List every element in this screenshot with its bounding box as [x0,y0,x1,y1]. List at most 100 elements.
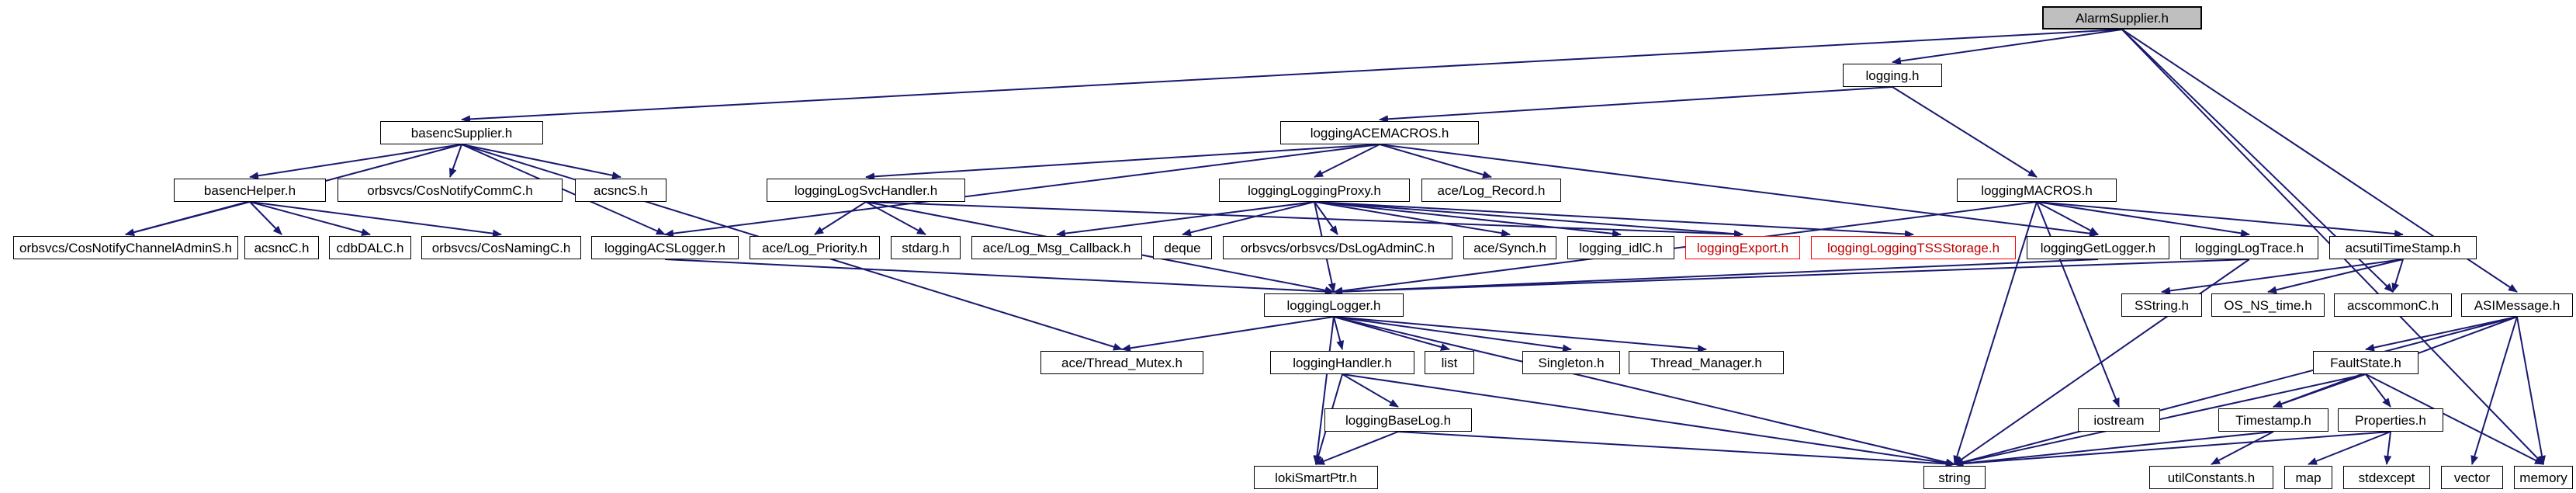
edge-timestamp-to-utilconst [2211,431,2274,465]
graph-node-timestamp[interactable]: Timestamp.h [2218,408,2328,432]
edge-logproxy-to-tss [1314,201,1914,238]
graph-node-synch[interactable]: ace/Synch.h [1463,236,1556,259]
edge-basenchelp-to-acsncc [249,201,282,235]
edge-getlogger-to-logger [1333,259,2099,296]
graph-node-threadmgr[interactable]: Thread_Manager.h [1629,351,1784,374]
graph-node-dslogadmin[interactable]: orbsvcs/orbsvcs/DsLogAdminC.h [1223,236,1452,259]
edge-properties-to-string [1954,431,2391,468]
edge-faultstate-to-timestamp [2273,373,2367,408]
graph-node-acslogger[interactable]: loggingACSLogger.h [591,236,739,259]
edge-logger-to-handler [1333,316,1345,350]
edge-baselog-to-lokismart [1315,431,1399,465]
edge-macros-to-getlogger [2036,201,2099,235]
edge-asimessage-to-memory [2516,316,2546,465]
graph-node-baselog[interactable]: loggingBaseLog.h [1324,408,1472,432]
graph-node-properties[interactable]: Properties.h [2338,408,2443,432]
graph-node-asimessage[interactable]: ASIMessage.h [2461,293,2573,317]
graph-node-stdarg[interactable]: stdarg.h [891,236,961,259]
edge-logsvc-to-logpriority [814,201,867,235]
edge-timestamputil-to-osnstime [2267,259,2404,294]
graph-node-acemacros[interactable]: loggingACEMACROS.h [1280,121,1479,144]
graph-node-macros[interactable]: loggingMACROS.h [1957,179,2117,202]
edge-basenchelp-to-notifyadmin [125,201,251,237]
graph-node-notifycomm[interactable]: orbsvcs/CosNotifyCommC.h [338,179,563,202]
graph-node-getlogger[interactable]: loggingGetLogger.h [2027,236,2169,259]
graph-node-basencsup[interactable]: basencSupplier.h [380,121,543,144]
edge-basencsup-to-notifycomm [448,144,462,178]
edge-logtrace-to-string [1954,259,2250,465]
graph-node-tss[interactable]: loggingLoggingTSSStorage.h [1811,236,2016,259]
edge-logproxy-to-idlc [1314,201,1622,238]
edge-macros-to-iostream [2036,201,2120,408]
edge-timestamp-to-string [1954,431,2274,467]
graph-node-logsvc[interactable]: loggingLogSvcHandler.h [767,179,965,202]
edge-acemacros-to-logsvc [865,144,1380,181]
graph-node-logmsgcb[interactable]: ace/Log_Msg_Callback.h [971,236,1142,259]
graph-node-utilconst[interactable]: utilConstants.h [2149,466,2273,489]
edge-logger-to-threadmutex [1121,316,1335,352]
graph-node-basenchelp[interactable]: basencHelper.h [174,179,326,202]
edge-basenchelp-to-cosnaming [249,201,502,238]
graph-node-map[interactable]: map [2284,466,2332,489]
graph-node-cosnaming[interactable]: orbsvcs/CosNamingC.h [421,236,581,259]
graph-node-cdbdalc[interactable]: cdbDALC.h [329,236,411,259]
edge-logger-to-lokismart [1313,316,1335,465]
edge-asimessage-to-faultstate [2365,316,2518,352]
edge-logtrace-to-logger [1333,259,2250,296]
edge-properties-to-map [2308,431,2391,465]
graph-node-stdexcept[interactable]: stdexcept [2343,466,2430,489]
edge-basencsup-to-basenchelp [249,144,462,180]
edge-logger-to-list [1333,316,1450,351]
edge-baselog-to-string [1397,431,1955,468]
edge-logproxy-to-synch [1314,201,1511,238]
edge-properties-to-stdexcept [2384,431,2392,465]
graph-node-memory[interactable]: memory [2514,466,2573,489]
graph-node-logtrace[interactable]: loggingLogTrace.h [2180,236,2318,259]
graph-node-string[interactable]: string [1923,466,1986,489]
graph-node-logger[interactable]: loggingLogger.h [1264,293,1404,317]
graph-node-iostream[interactable]: iostream [2078,408,2160,432]
graph-node-handler[interactable]: loggingHandler.h [1270,351,1414,374]
graph-node-vector[interactable]: vector [2441,466,2503,489]
edge-logging-to-acemacros [1379,86,1893,123]
edge-acemacros-to-logproxy [1314,144,1380,178]
graph-node-idlc[interactable]: logging_idlC.h [1567,236,1674,259]
graph-node-lokismart[interactable]: lokiSmartPtr.h [1254,466,1378,489]
edge-macros-to-timestamputil [2036,201,2404,238]
edge-asimessage-to-string [1954,316,2518,467]
graph-node-acsncc[interactable]: acsncC.h [244,236,319,259]
edge-handler-to-baselog [1342,373,1399,408]
edge-faultstate-to-properties [2365,373,2391,408]
graph-node-export[interactable]: loggingExport.h [1685,236,1800,259]
graph-node-alarm: AlarmSupplier.h [2042,6,2202,30]
edge-acslogger-to-logger [664,259,1335,296]
edge-logger-to-threadmgr [1333,316,1707,353]
graph-node-timestamputil[interactable]: acsutilTimeStamp.h [2329,236,2477,259]
graph-node-faultstate[interactable]: FaultState.h [2313,351,2418,374]
edge-logsvc-to-export [865,201,1743,238]
edge-logger-to-string [1333,316,1955,467]
edge-logging-to-macros [1892,86,2038,178]
graph-node-threadmutex[interactable]: ace/Thread_Mutex.h [1040,351,1203,374]
graph-node-logproxy[interactable]: loggingLoggingProxy.h [1219,179,1410,202]
graph-node-notifyadmin[interactable]: orbsvcs/CosNotifyChannelAdminS.h [13,236,238,259]
edge-asimessage-to-vector [2470,316,2518,465]
edge-logproxy-to-export [1314,201,1743,238]
graph-node-list[interactable]: list [1425,351,1474,374]
graph-node-acsncs[interactable]: acsncS.h [575,179,667,202]
graph-node-logrecord[interactable]: ace/Log_Record.h [1421,179,1561,202]
edge-logproxy-to-deque [1182,201,1315,237]
graph-node-singleton[interactable]: Singleton.h [1522,351,1620,374]
edge-timestamputil-to-acscommon [2391,259,2404,293]
graph-node-logpriority[interactable]: ace/Log_Priority.h [750,236,880,259]
graph-node-logging[interactable]: logging.h [1843,64,1942,87]
edge-timestamputil-to-sstring [2161,259,2404,295]
edge-logsvc-to-stdarg [865,201,926,235]
graph-node-sstring[interactable]: SString.h [2121,293,2202,317]
edge-basencsup-to-acsncs [461,144,621,179]
graph-node-osnstime[interactable]: OS_NS_time.h [2211,293,2325,317]
edge-logger-to-singleton [1333,316,1572,352]
graph-node-deque[interactable]: deque [1153,236,1212,259]
graph-node-acscommon[interactable]: acscommonC.h [2334,293,2452,317]
